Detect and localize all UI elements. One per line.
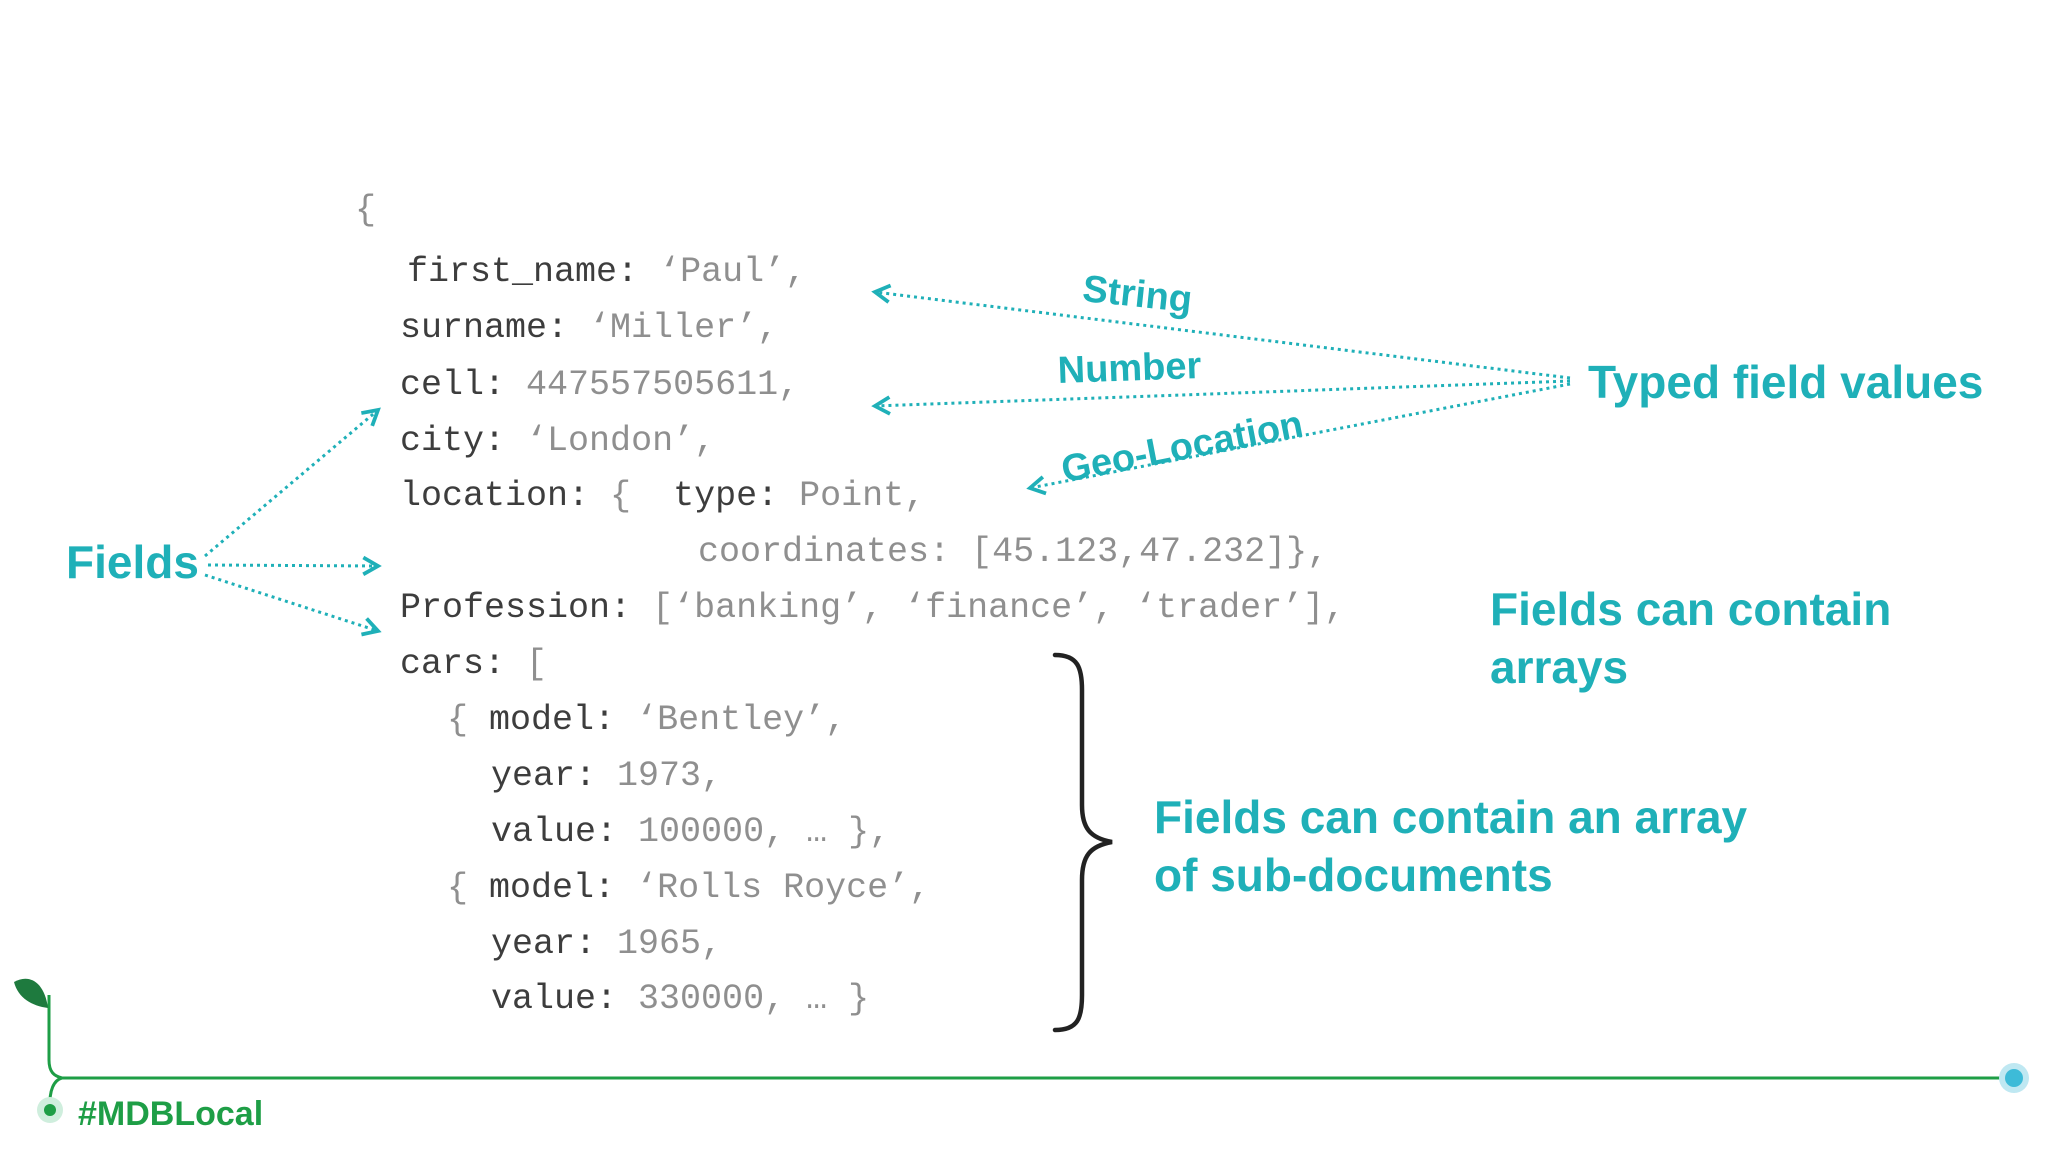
- field-value: ‘Bentley’,: [636, 700, 847, 740]
- fields-arrows: [204, 407, 382, 637]
- field-key: type:: [673, 476, 779, 516]
- code-line-car2-model: { model: ‘Rolls Royce’,: [447, 868, 931, 908]
- cars-curly-brace: [1052, 652, 1113, 1033]
- code-line-cell: cell: 447557505611,: [400, 368, 799, 403]
- code-line-coordinates: coordinates: [45.123,47.232]},: [698, 535, 1328, 570]
- code-line-location: location: { type: Point,: [400, 479, 925, 514]
- arrow-to-profession: [204, 573, 382, 637]
- footer-start-dot: [44, 1104, 56, 1116]
- arrow-to-city: [204, 407, 381, 558]
- field-value: ‘London’,: [526, 421, 716, 461]
- label-typed-field-values: Typed field values: [1588, 356, 1984, 408]
- field-key: cars:: [400, 644, 506, 684]
- field-key: coordinates:: [698, 532, 951, 572]
- code-line-city: city: ‘London’,: [400, 424, 715, 459]
- field-key: Profession:: [400, 588, 632, 628]
- code-line-cars: cars: [: [400, 647, 547, 682]
- code-line-first-name: first_name: ‘Paul’,: [407, 255, 806, 290]
- code-open-brace: {: [355, 190, 377, 230]
- code-line-surname: surname: ‘Miller’,: [400, 311, 778, 346]
- field-key: surname:: [400, 308, 569, 348]
- label-line: Fields can contain: [1490, 583, 1892, 635]
- footer-vine: [47, 995, 2012, 1080]
- field-key: location:: [400, 476, 590, 516]
- arrow-to-coordinates: [207, 555, 382, 576]
- field-value: ‘Paul’,: [659, 252, 807, 292]
- field-key: value:: [491, 979, 618, 1019]
- arrow-to-first-name: [871, 283, 1571, 380]
- code-line-profession: Profession: [‘banking’, ‘finance’, ‘trad…: [400, 591, 1345, 626]
- field-value: [‘banking’, ‘finance’, ‘trader’],: [652, 588, 1346, 628]
- footer-end-dot: [2005, 1069, 2023, 1087]
- field-value: 1973,: [617, 756, 723, 796]
- field-key: model:: [489, 700, 616, 740]
- field-key: city:: [400, 421, 506, 461]
- field-key: first_name:: [407, 252, 639, 292]
- label-number: Number: [1057, 344, 1202, 392]
- field-key: value:: [491, 812, 618, 852]
- field-value: 447557505611,: [526, 365, 800, 405]
- code-line-car1-year: year: 1973,: [491, 759, 722, 794]
- code-line-car2-value: value: 330000, … }: [491, 982, 869, 1017]
- label-fields-can-contain-arrays: Fields can contain arrays: [1490, 580, 1891, 696]
- field-value: ‘Rolls Royce’,: [636, 868, 931, 908]
- label-line: of sub-documents: [1154, 849, 1553, 901]
- field-key: model:: [489, 868, 616, 908]
- field-value: ‘Miller’,: [589, 308, 779, 348]
- label-line: Fields can contain an array: [1154, 791, 1748, 843]
- field-value: 100000, … },: [638, 812, 891, 852]
- code-line-car2-year: year: 1965,: [491, 927, 722, 962]
- field-value: Point,: [799, 476, 926, 516]
- field-key: year:: [491, 756, 597, 796]
- arrow-to-location: [1026, 382, 1571, 496]
- field-value: 1965,: [617, 924, 723, 964]
- label-array-of-subdocuments: Fields can contain an array of sub-docum…: [1154, 788, 1747, 904]
- field-value: 330000, … }: [638, 979, 870, 1019]
- label-line: arrays: [1490, 641, 1629, 693]
- arrow-to-cell: [871, 379, 1571, 416]
- field-value: {: [610, 476, 632, 516]
- code-line-car1-model: { model: ‘Bentley’,: [447, 700, 847, 740]
- field-value: [45.123,47.232]},: [971, 532, 1329, 572]
- typed-values-arrows: [871, 283, 1571, 496]
- label-fields: Fields: [66, 536, 199, 588]
- field-key: year:: [491, 924, 597, 964]
- field-value: [: [526, 644, 548, 684]
- leaf-icon: [14, 978, 48, 1008]
- hashtag-mdblocal: #MDBLocal: [78, 1095, 264, 1133]
- code-line-car1-value: value: 100000, … },: [491, 815, 890, 850]
- field-key: cell:: [400, 365, 506, 405]
